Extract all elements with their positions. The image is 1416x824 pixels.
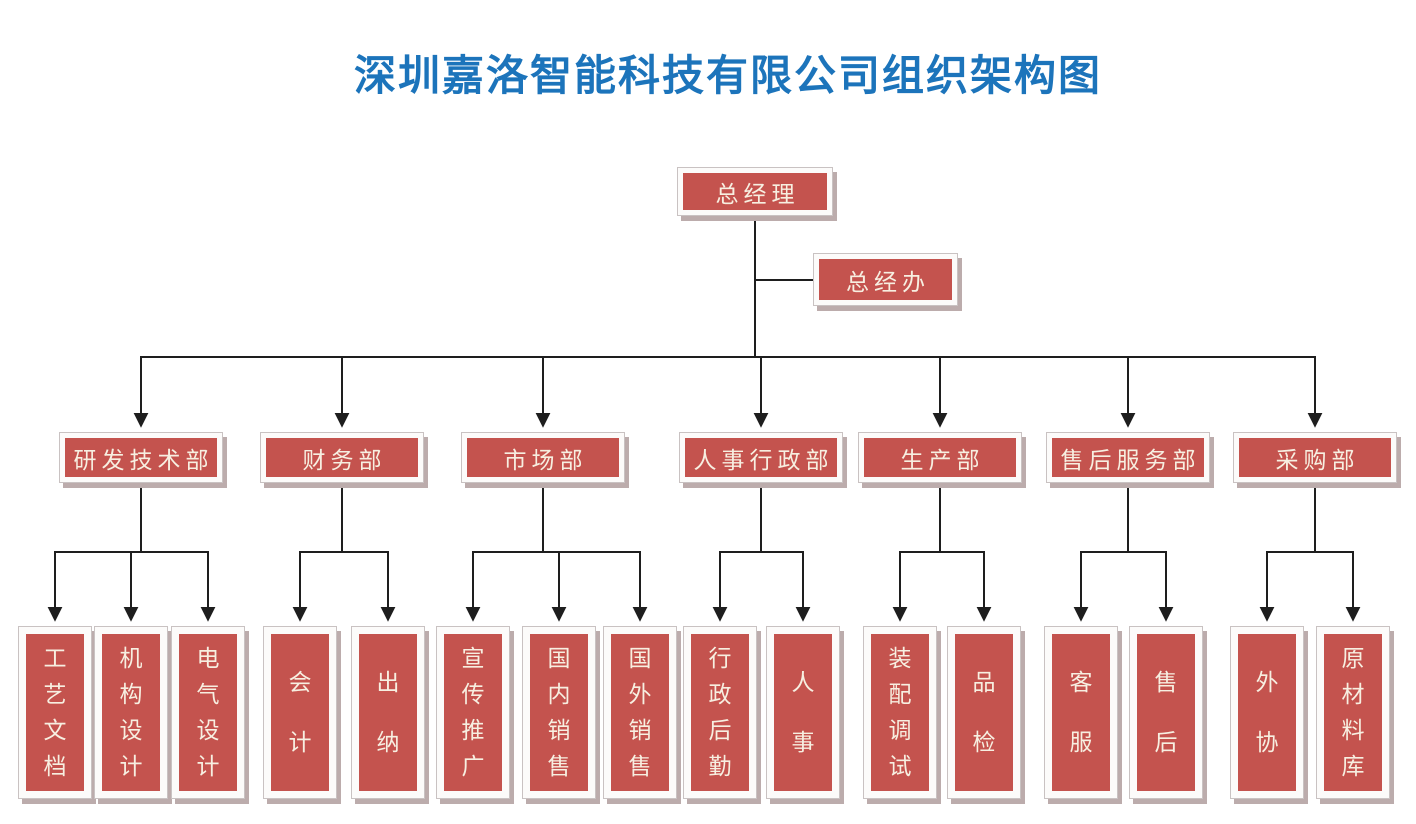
node-label: 售后服务部 xyxy=(1052,438,1204,477)
node-unit-accounting: 会计 xyxy=(263,626,337,799)
node-unit-promotion: 宣传推广 xyxy=(436,626,510,799)
node-dept-procurement: 采购部 xyxy=(1233,432,1397,483)
node-unit-admin-logistics: 行政后勤 xyxy=(683,626,757,799)
node-label: 会计 xyxy=(271,634,329,791)
node-label: 售后 xyxy=(1137,634,1195,791)
node-label: 总经办 xyxy=(819,259,952,300)
node-label: 电气设计 xyxy=(179,634,237,791)
aftersales-group-connectors xyxy=(1073,483,1174,622)
node-dept-finance: 财务部 xyxy=(260,432,424,483)
node-dept-rd: 研发技术部 xyxy=(59,432,223,483)
node-unit-domestic-sales: 国内销售 xyxy=(522,626,596,799)
node-unit-mech-design: 机构设计 xyxy=(94,626,168,799)
node-general-manager: 总经理 xyxy=(677,167,833,216)
node-dept-hr-admin: 人事行政部 xyxy=(679,432,843,483)
node-dept-aftersales: 售后服务部 xyxy=(1046,432,1210,483)
hr-admin-group-connectors xyxy=(712,483,811,622)
node-unit-raw-material-warehouse: 原材料库 xyxy=(1316,626,1390,799)
node-label: 外协 xyxy=(1238,634,1296,791)
node-label: 人事 xyxy=(774,634,832,791)
node-gm-office: 总经办 xyxy=(813,253,958,306)
node-label: 研发技术部 xyxy=(65,438,217,477)
node-label: 人事行政部 xyxy=(685,438,837,477)
node-unit-assembly-debug: 装配调试 xyxy=(863,626,937,799)
node-label: 生产部 xyxy=(864,438,1016,477)
node-unit-elec-design: 电气设计 xyxy=(171,626,245,799)
finance-group-connectors xyxy=(292,483,396,622)
node-unit-process-docs: 工艺文档 xyxy=(18,626,92,799)
node-label: 宣传推广 xyxy=(444,634,502,791)
top-level-connectors xyxy=(133,216,1323,428)
node-label: 客服 xyxy=(1052,634,1110,791)
node-dept-production: 生产部 xyxy=(858,432,1022,483)
node-label: 国内销售 xyxy=(530,634,588,791)
node-label: 出纳 xyxy=(359,634,417,791)
node-unit-customer-service: 客服 xyxy=(1044,626,1118,799)
procurement-group-connectors xyxy=(1259,483,1361,622)
node-unit-hr: 人事 xyxy=(766,626,840,799)
production-group-connectors xyxy=(892,483,992,622)
page-title: 深圳嘉洛智能科技有限公司组织架构图 xyxy=(353,52,1102,99)
node-label: 机构设计 xyxy=(102,634,160,791)
marketing-group-connectors xyxy=(465,483,648,622)
node-label: 行政后勤 xyxy=(691,634,749,791)
node-label: 原材料库 xyxy=(1324,634,1382,791)
rd-group-connectors xyxy=(47,483,216,622)
node-unit-after-sales: 售后 xyxy=(1129,626,1203,799)
node-label: 财务部 xyxy=(266,438,418,477)
node-label: 工艺文档 xyxy=(26,634,84,791)
node-label: 国外销售 xyxy=(611,634,669,791)
node-label: 装配调试 xyxy=(871,634,929,791)
node-label: 市场部 xyxy=(467,438,619,477)
node-label: 品检 xyxy=(955,634,1013,791)
node-label: 采购部 xyxy=(1239,438,1391,477)
node-label: 总经理 xyxy=(683,173,827,210)
node-unit-cashier: 出纳 xyxy=(351,626,425,799)
node-unit-outsourcing: 外协 xyxy=(1230,626,1304,799)
node-unit-overseas-sales: 国外销售 xyxy=(603,626,677,799)
node-unit-quality-inspection: 品检 xyxy=(947,626,1021,799)
node-dept-marketing: 市场部 xyxy=(461,432,625,483)
